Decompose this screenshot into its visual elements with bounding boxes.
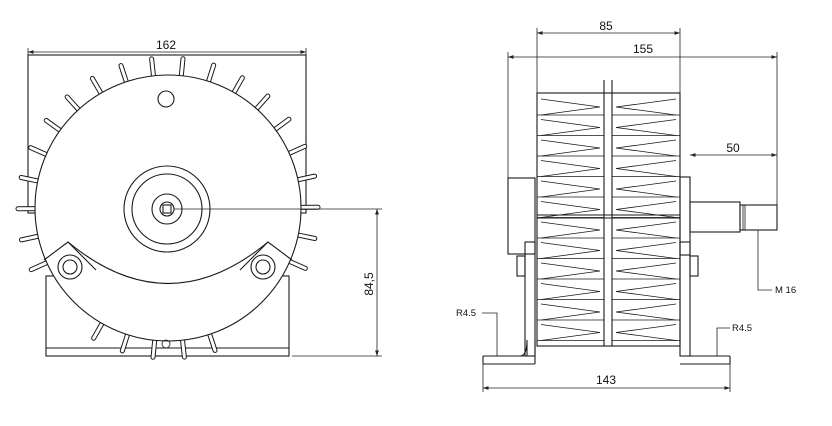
side-fin bbox=[615, 98, 677, 116]
side-fin bbox=[540, 139, 601, 157]
dim-85-label: 85 bbox=[599, 19, 613, 33]
right-foot-bracket bbox=[679, 241, 691, 357]
finned-housing bbox=[536, 92, 681, 347]
side-fin bbox=[615, 221, 677, 239]
shaft-hub bbox=[123, 165, 211, 253]
side-fin bbox=[540, 303, 601, 321]
side-fin bbox=[615, 201, 677, 218]
side-dim-85: 85 bbox=[536, 19, 681, 93]
side-fin bbox=[540, 324, 601, 341]
side-fin bbox=[615, 119, 677, 136]
dim-155-label: 155 bbox=[633, 42, 653, 56]
mount-hole-right bbox=[250, 254, 276, 280]
thread-callout: M 16 bbox=[757, 230, 796, 296]
side-dim-155: 155 bbox=[507, 42, 778, 205]
side-dim-50: 50 bbox=[690, 141, 777, 157]
side-fin bbox=[540, 201, 601, 218]
radius-callout-left: R4.5 bbox=[456, 308, 498, 356]
rear-cover bbox=[507, 177, 536, 255]
thread-label: M 16 bbox=[775, 285, 796, 296]
side-fin bbox=[615, 160, 677, 177]
top-hole bbox=[157, 90, 175, 108]
side-fin bbox=[615, 242, 677, 259]
shaft bbox=[689, 201, 741, 233]
side-fin bbox=[615, 303, 677, 321]
side-fin bbox=[615, 139, 677, 157]
side-fin bbox=[540, 283, 601, 300]
shaft-thread bbox=[739, 204, 778, 231]
left-foot-bracket bbox=[524, 241, 536, 357]
front-view bbox=[15, 54, 382, 360]
side-fin bbox=[540, 180, 601, 198]
front-dim-width: 162 bbox=[27, 38, 307, 55]
front-dim-height: 84,5 bbox=[362, 209, 379, 356]
side-fin bbox=[540, 119, 601, 136]
side-view bbox=[482, 80, 778, 365]
side-fin bbox=[540, 98, 601, 116]
side-fin bbox=[615, 180, 677, 198]
mount-hole-left bbox=[57, 254, 83, 280]
side-fin bbox=[540, 221, 601, 239]
radius-left-label: R4.5 bbox=[456, 308, 476, 319]
dim-84-5-label: 84,5 bbox=[362, 272, 376, 296]
side-fin bbox=[540, 262, 601, 280]
radius-callout-right: R4.5 bbox=[716, 323, 752, 356]
side-dim-143: 143 bbox=[482, 364, 731, 392]
side-fin bbox=[615, 283, 677, 300]
dim-143-label: 143 bbox=[596, 373, 616, 387]
front-flange bbox=[679, 176, 691, 256]
side-fins bbox=[537, 98, 680, 341]
side-fin bbox=[615, 262, 677, 280]
side-fin bbox=[540, 242, 601, 259]
mount-lobe-arc bbox=[67, 241, 269, 285]
side-fin bbox=[615, 324, 677, 341]
dim-50-label: 50 bbox=[726, 141, 740, 155]
radius-right-label: R4.5 bbox=[732, 323, 752, 334]
side-fin bbox=[540, 160, 601, 177]
dim-162-label: 162 bbox=[156, 38, 176, 52]
bottom-hole bbox=[161, 339, 171, 349]
